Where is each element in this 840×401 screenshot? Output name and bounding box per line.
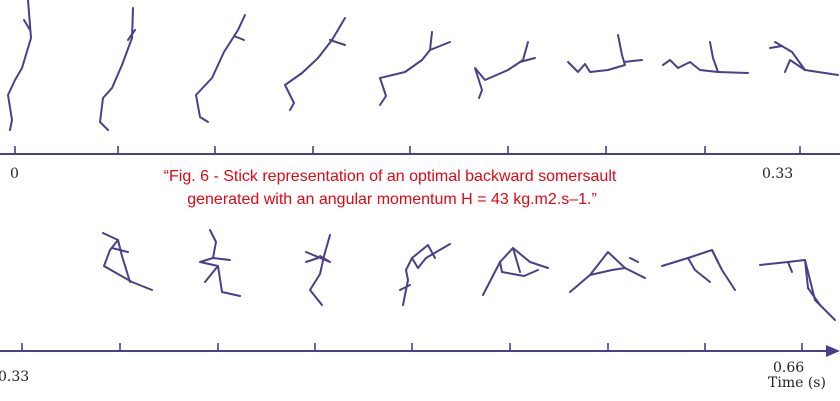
stick-figure [402,244,436,306]
stick-figure [23,19,31,31]
stick-figure [284,17,346,111]
axis-label-start: 0 [10,166,19,182]
stick-figure [499,261,539,277]
axis-arrowhead [826,345,840,357]
stick-figure [623,59,643,63]
stick-figure [717,71,749,74]
axis-label-start: 0.33 [0,369,29,385]
stick-figure [111,247,129,253]
stick-figure [804,259,821,306]
caption-line-2: generated with an angular momentum H = 4… [187,191,597,208]
stick-figure [711,249,719,263]
stick-figure [411,243,451,269]
axis-label-end: 0.33 [762,166,793,182]
stick-figure [519,57,536,63]
stick-figure [309,234,331,306]
stick-figure [212,257,231,261]
stick-figure [769,45,783,49]
stick-figure [199,229,241,297]
stick-figure [759,259,836,321]
axis-unit-label: Time (s) [768,375,826,391]
stick-figure [379,31,433,106]
stick-figure [662,41,719,73]
stick-figure [117,239,131,283]
stick-figure [399,284,411,291]
time-axis-bottom: 0.33 0.66 Time (s) [0,343,840,391]
stick-figure [99,7,134,131]
time-axis-top: 0 0.33 [0,146,840,182]
stick-figure [127,29,136,41]
stick-figure [512,247,521,273]
stick-figure [589,267,626,276]
stick-figure [567,34,626,73]
stick-figure [305,257,319,263]
stick-figure [429,41,451,51]
stick-figure-row-top [7,0,839,131]
stick-figure [629,257,639,263]
stick-figure [787,261,793,273]
stick-figure [102,232,153,291]
figure-caption: “Fig. 6 - Stick representation of an opt… [164,168,617,208]
stick-figure [305,251,331,263]
stick-figure [687,257,711,283]
stick-figure [7,0,32,131]
stick-figure [474,41,529,99]
stick-figure [661,249,736,291]
stick-figure [329,39,346,46]
stick-figure [195,14,246,123]
stick-figure [804,69,839,76]
caption-line-1: “Fig. 6 - Stick representation of an opt… [164,168,617,185]
stick-figure-row-bottom [102,229,836,321]
stick-figure [204,265,219,283]
axis-label-end: 0.66 [773,360,804,376]
stick-figure [569,251,646,293]
stick-figure [233,35,245,41]
